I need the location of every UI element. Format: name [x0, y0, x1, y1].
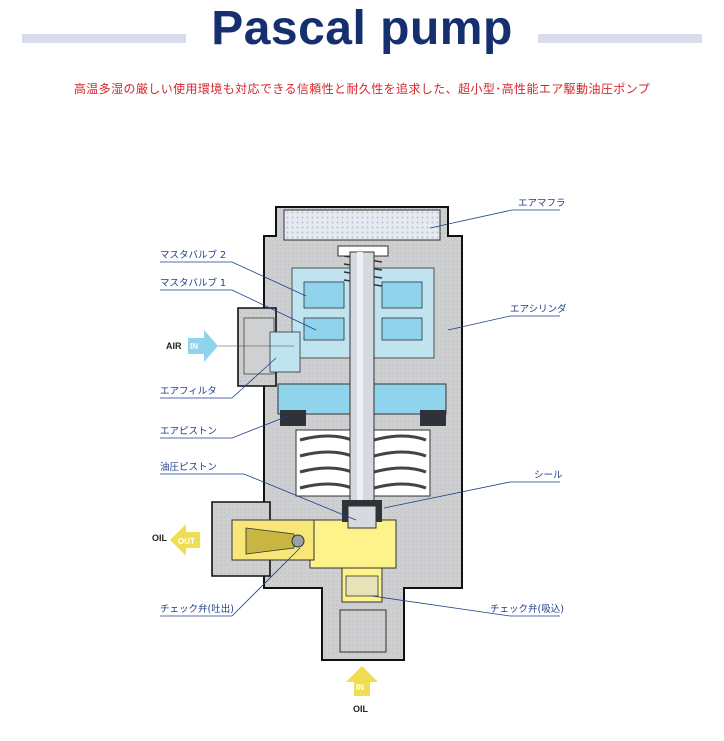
label-seal: シール [534, 470, 563, 481]
inlet-check-valve [345, 575, 379, 597]
title-decoration-right [538, 34, 702, 43]
air-chambers [269, 267, 447, 426]
oil-out-port-label: OIL [152, 533, 168, 543]
outlet-check-valve-spring [245, 527, 295, 555]
air-port-label: AIR [166, 341, 182, 351]
label-check-valve-in: チェック弁(吸込) [490, 603, 564, 615]
return-spring [299, 434, 427, 490]
label-air-piston: エアピストン [160, 426, 217, 437]
air-piston-left [277, 383, 353, 415]
oil-out-arrow-label: OUT [178, 537, 195, 546]
title-decoration-left [22, 34, 186, 43]
label-oil-piston: 油圧ピストン [160, 461, 217, 473]
label-check-valve-out: チェック弁(吐出) [160, 603, 234, 615]
air-muffler-element [283, 209, 441, 241]
label-air-cylinder: エアシリンダ [510, 303, 567, 315]
oil-piston [347, 505, 377, 529]
outlet-check-ball [291, 534, 305, 548]
air-in-arrow-label: IN [190, 342, 198, 351]
page-subtitle: 高温多湿の厳しい使用環境も対応できる信頼性と耐久性を追求した、超小型･高性能エア… [73, 82, 651, 96]
label-master-valve-1: マスタバルブ 1 [160, 277, 226, 289]
air-in-arrow: IN [188, 330, 218, 362]
master-valve-2-body [303, 281, 345, 309]
oil-in-arrow: IN [346, 666, 378, 696]
oil-in-arrow-label: IN [356, 683, 364, 692]
label-master-valve-2: マスタバルブ 2 [160, 249, 226, 261]
page-title: Pascal pump [211, 2, 513, 55]
air-piston-right [371, 383, 447, 415]
label-air-muffler: エアマフラ [518, 198, 566, 209]
oil-in-port-label: OIL [353, 704, 369, 714]
label-air-filter: エアフィルタ [160, 386, 217, 397]
oil-out-arrow: OUT [170, 524, 200, 556]
callout-leaders [160, 209, 560, 617]
master-valve-1-body [303, 317, 345, 341]
